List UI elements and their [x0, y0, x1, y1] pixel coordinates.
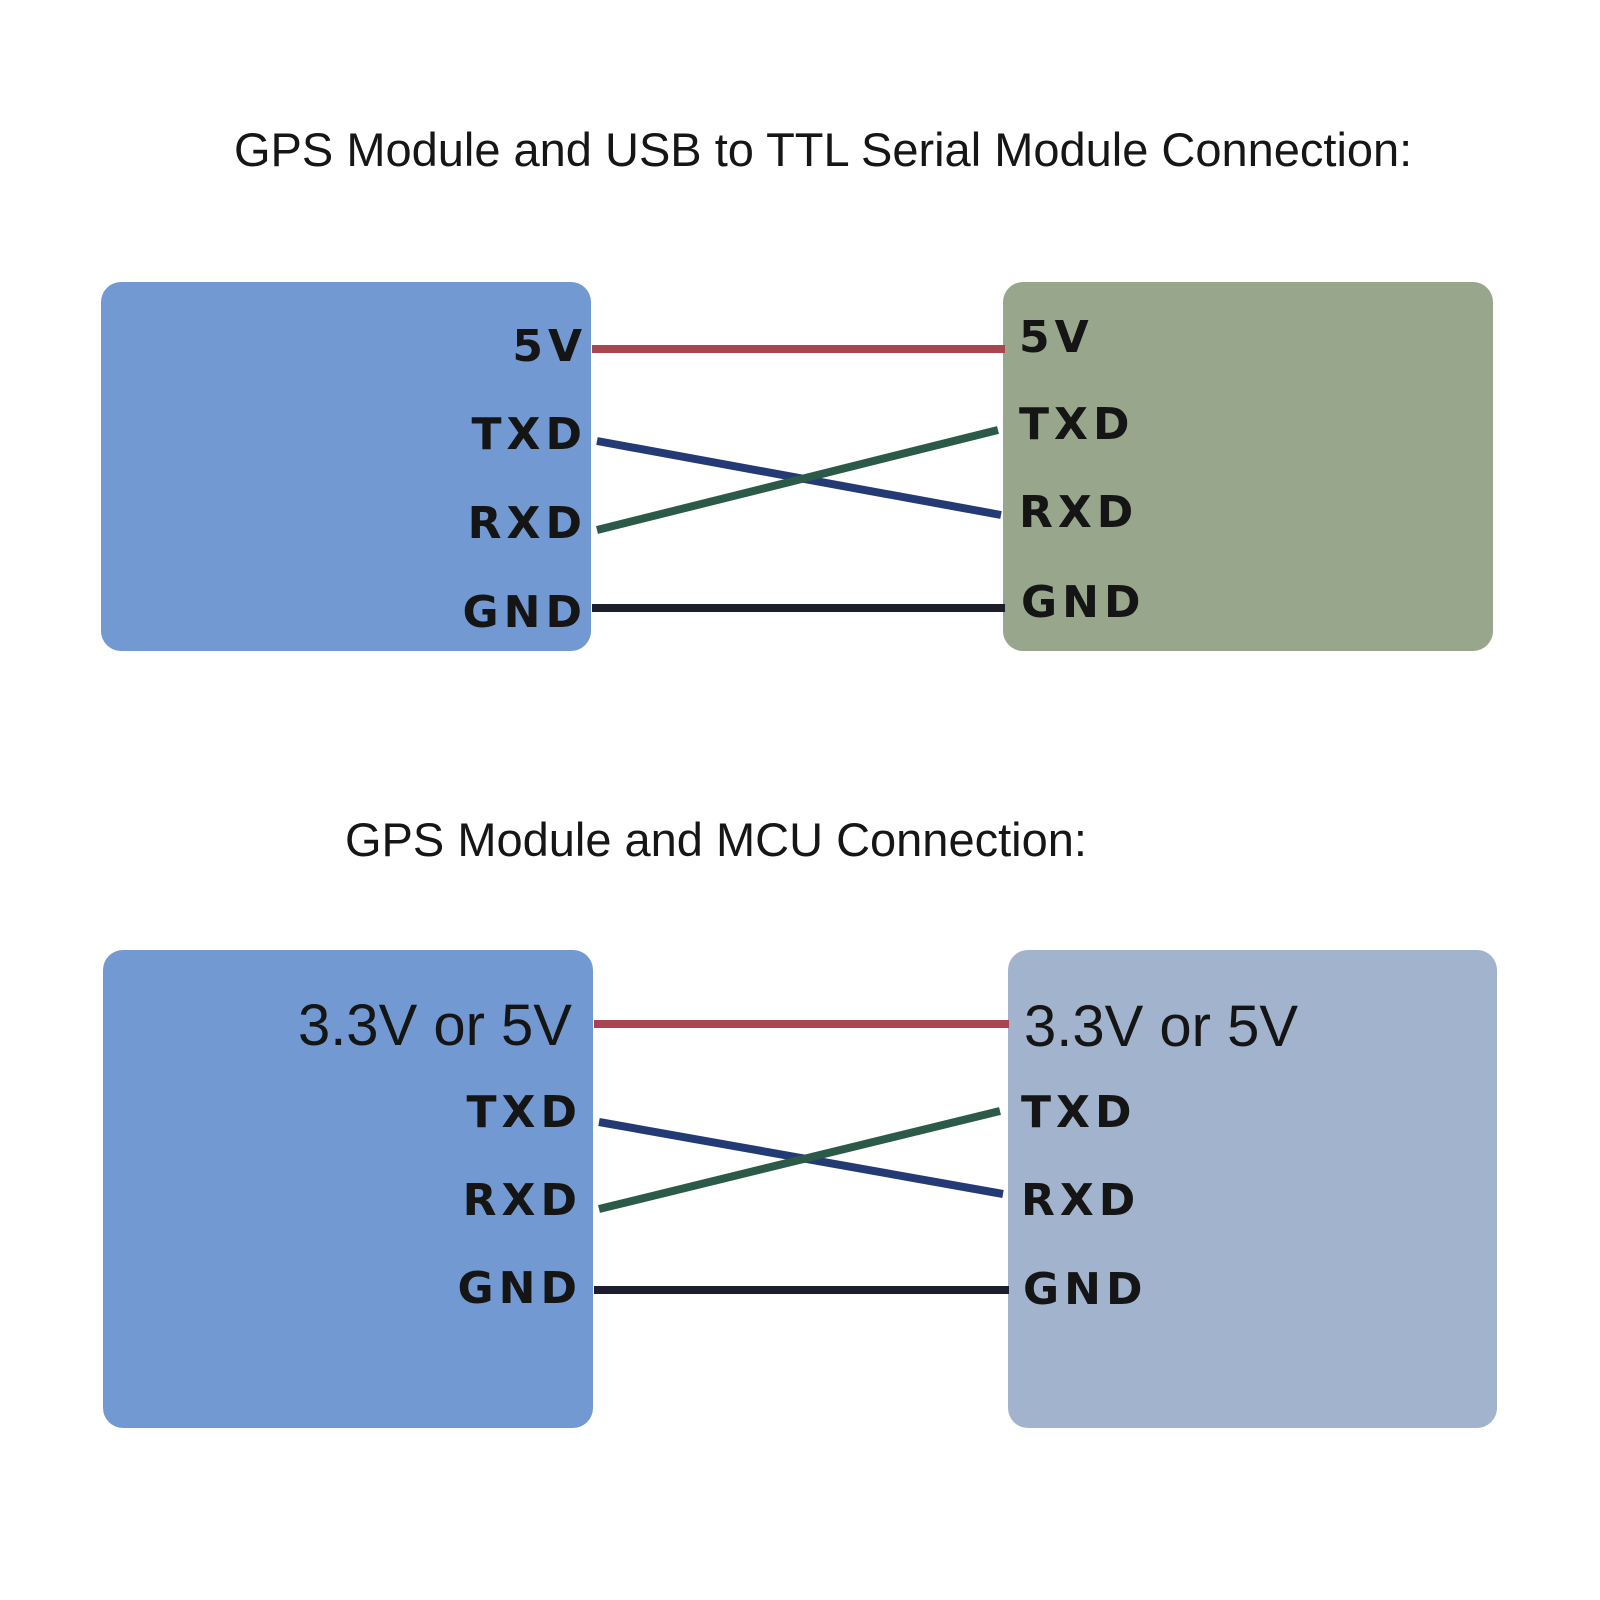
mcu-pin-txd: TXD [1021, 1087, 1137, 1138]
mcu-pin-power: 3.3V or 5V [1024, 994, 1299, 1059]
usb-ttl-module-block [1003, 282, 1493, 651]
gps2-pin-gnd: GND [457, 1263, 582, 1314]
gps-pin-5v: 5V [512, 321, 587, 372]
gps2-pin-txd: TXD [466, 1087, 582, 1138]
mcu-block [1008, 950, 1497, 1428]
mcu-pin-gnd: GND [1023, 1264, 1148, 1315]
wire2-rxd-to-txd [598, 1107, 1001, 1213]
gps-pin-gnd: GND [462, 587, 587, 638]
gps-pin-txd: TXD [471, 409, 587, 460]
usb-ttl-pin-gnd: GND [1021, 577, 1146, 628]
diagram-title-mcu: GPS Module and MCU Connection: [345, 813, 1087, 866]
mcu-pin-rxd: RXD [1021, 1175, 1141, 1226]
gps2-pin-power: 3.3V or 5V [297, 993, 572, 1058]
gps2-pin-rxd: RXD [462, 1175, 582, 1226]
usb-ttl-pin-txd: TXD [1019, 399, 1135, 450]
gps-module-block [101, 282, 591, 651]
wire-rxd-to-txd [596, 426, 999, 534]
usb-ttl-pin-5v: 5V [1019, 312, 1094, 363]
usb-ttl-pin-rxd: RXD [1019, 487, 1139, 538]
gps-module-block-2 [103, 950, 593, 1428]
diagram-title-usb-ttl: GPS Module and USB to TTL Serial Module … [234, 123, 1413, 176]
gps-pin-rxd: RXD [467, 498, 587, 549]
